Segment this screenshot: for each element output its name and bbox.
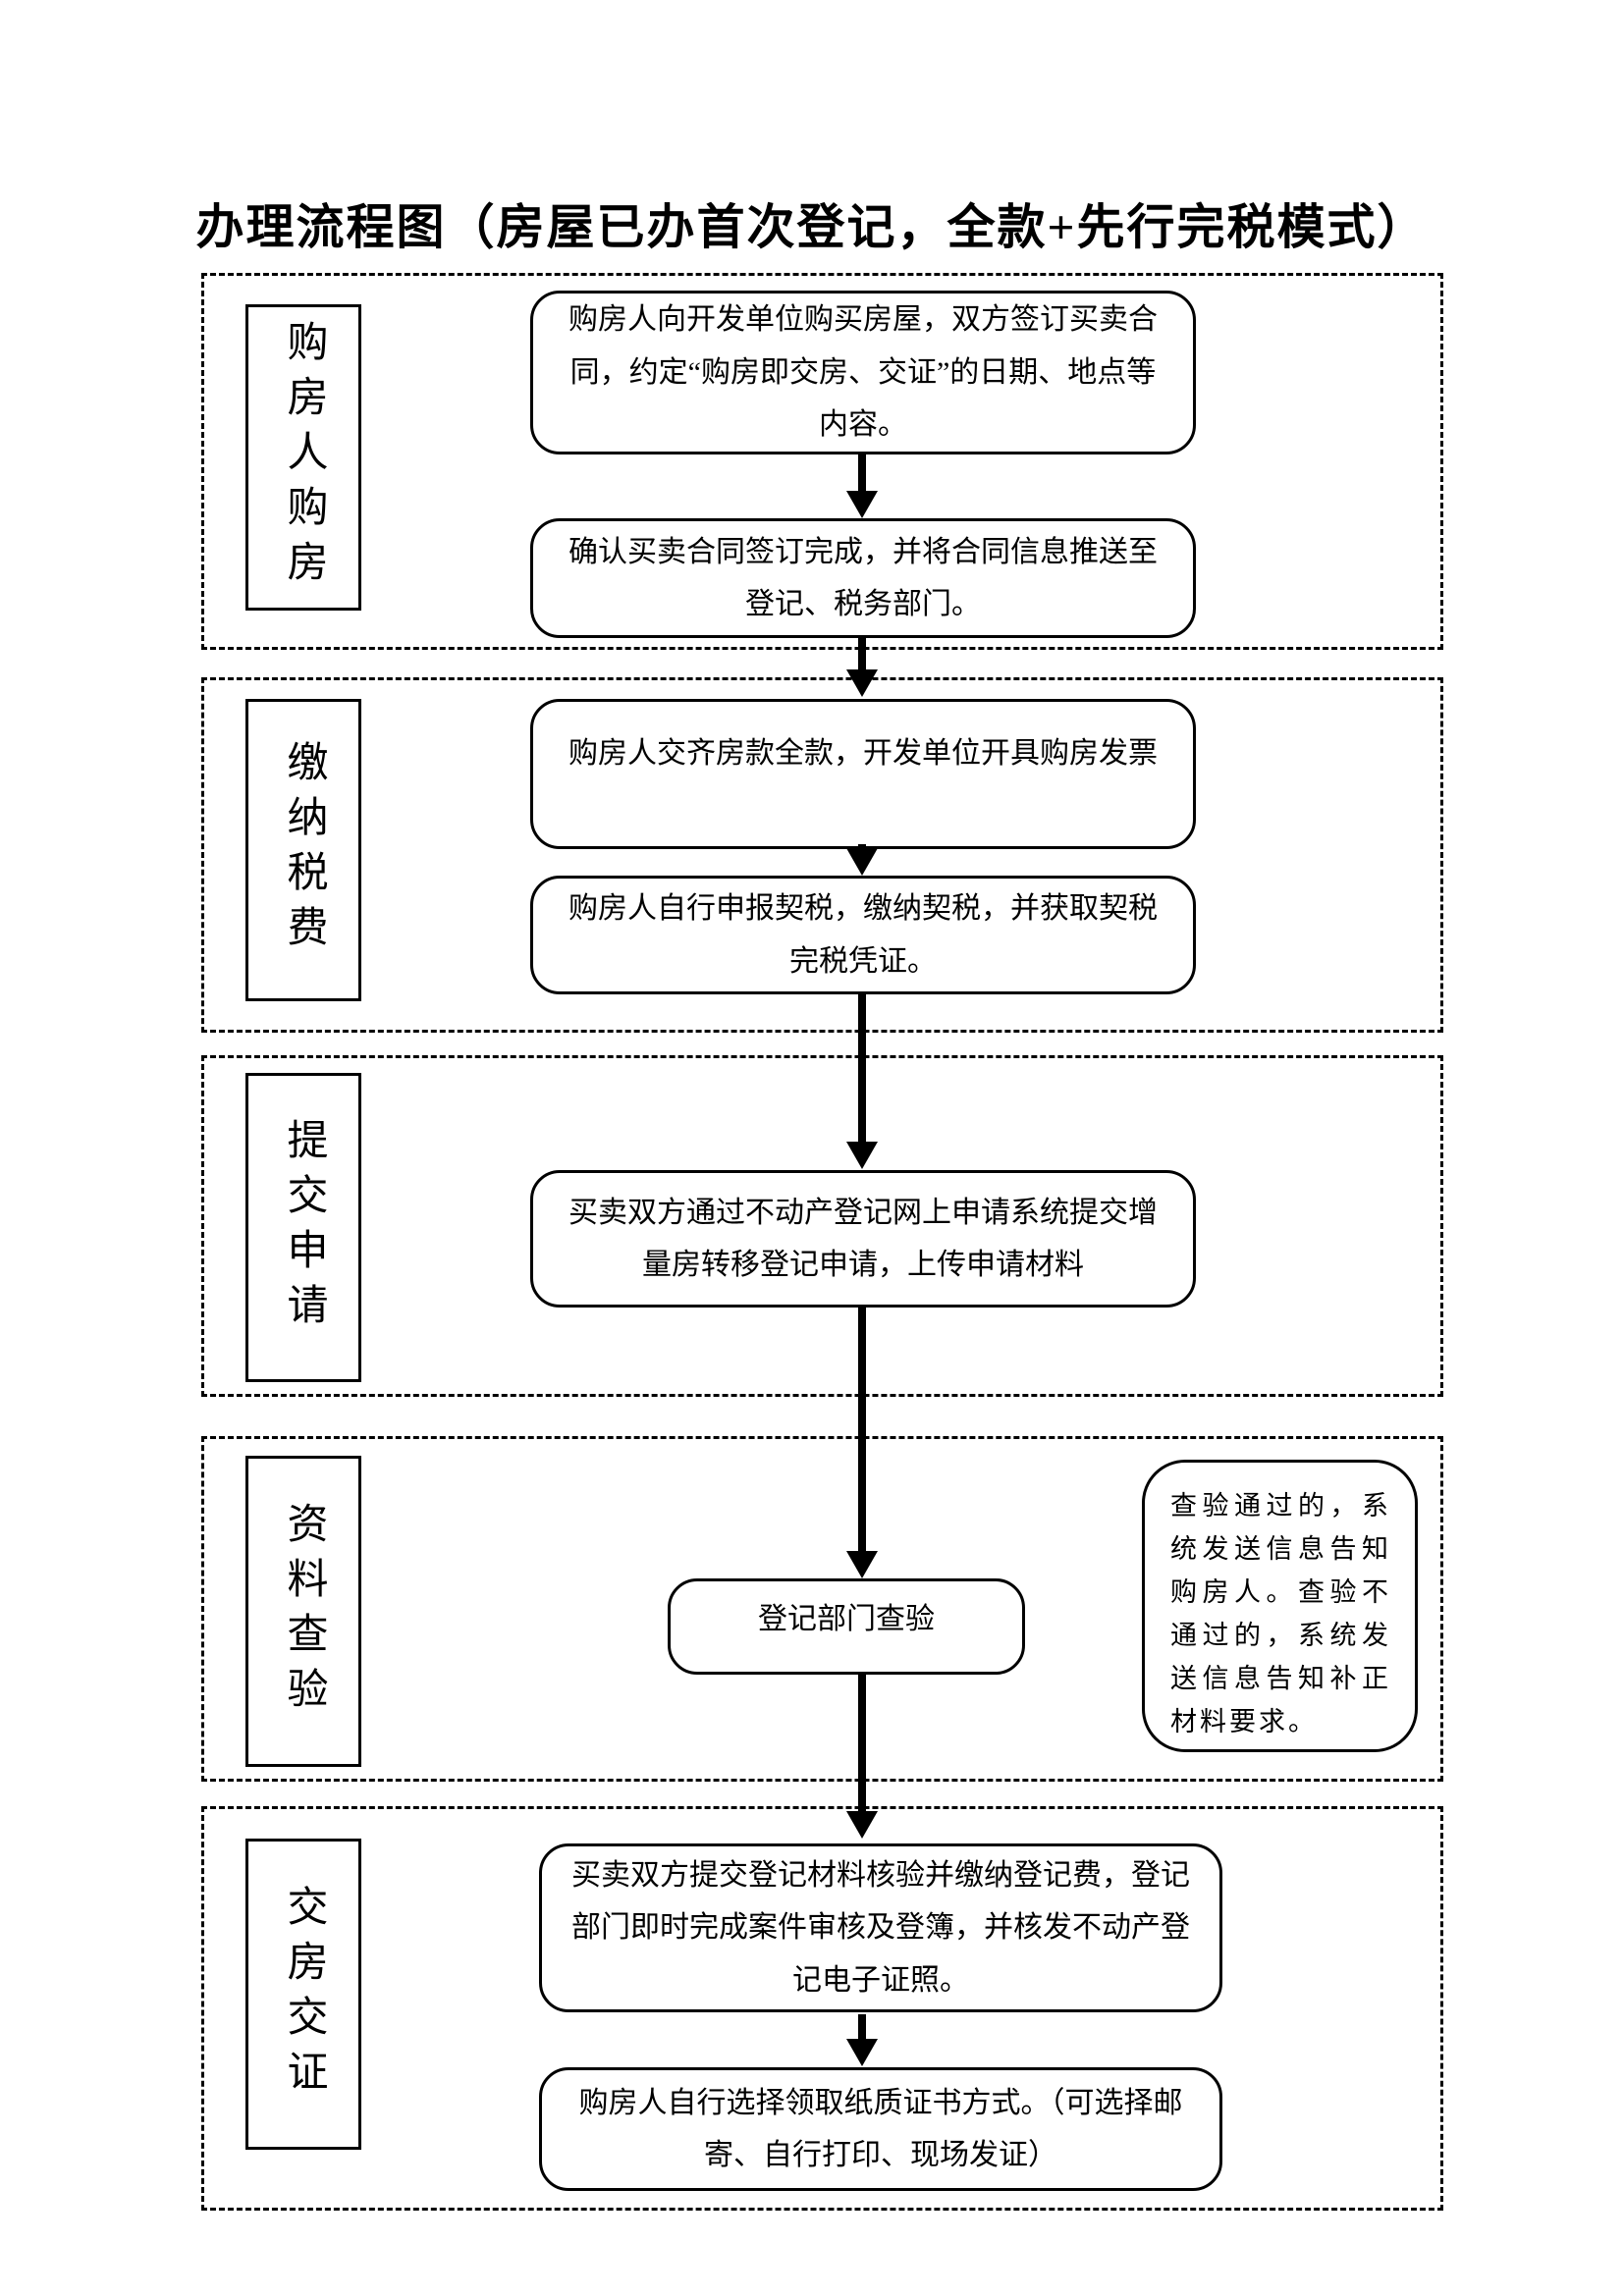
box-submit-transfer-registration: 买卖双方通过不动产登记网上申请系统提交增量房转移登记申请，上传申请材料 [530, 1170, 1196, 1308]
stage-label-text: 提交申请 [281, 1117, 326, 1338]
box-pay-full-amount-invoice: 购房人交齐房款全款，开发单位开具购房发票 [530, 699, 1196, 849]
section-buyer-purchase [201, 273, 1443, 650]
note-verification-result: 查验通过的，系统发送信息告知购房人。查验不通过的，系统发送信息告知补正材料要求。 [1142, 1460, 1418, 1752]
stage-label-pay-taxes: 缴纳税费 [245, 699, 361, 1001]
box-confirm-contract-push-info: 确认买卖合同签订完成，并将合同信息推送至登记、税务部门。 [530, 518, 1196, 638]
section-deliver-house-certificate [201, 1806, 1443, 2211]
stage-label-deliver-house-certificate: 交房交证 [245, 1839, 361, 2150]
box-sign-purchase-contract: 购房人向开发单位购买房屋，双方签订买卖合同，约定“购房即交房、交证”的日期、地点… [530, 291, 1196, 454]
stage-label-submit-application: 提交申请 [245, 1073, 361, 1382]
down-arrow-icon [846, 1308, 878, 1578]
stage-label-buyer-purchase: 购房人购房 [245, 304, 361, 611]
down-arrow-icon [846, 1674, 878, 1839]
stage-label-text: 交房交证 [281, 1884, 326, 2105]
down-arrow-icon [846, 844, 878, 876]
down-arrow-icon [846, 636, 878, 697]
stage-label-text: 缴纳税费 [281, 740, 326, 960]
stage-label-text: 购房人购房 [281, 320, 326, 595]
box-review-register-issue-ecert: 买卖双方提交登记材料核验并缴纳登记费，登记部门即时完成案件审核及登簿，并核发不动… [539, 1843, 1222, 2012]
stage-label-document-verification: 资料查验 [245, 1456, 361, 1767]
section-document-verification [201, 1436, 1443, 1782]
stage-label-text: 资料查验 [281, 1501, 326, 1722]
box-registration-department-check: 登记部门查验 [668, 1578, 1025, 1675]
page-title: 办理流程图（房屋已办首次登记，全款+先行完税模式） [195, 200, 1428, 254]
down-arrow-icon [846, 2014, 878, 2066]
section-submit-application [201, 1055, 1443, 1397]
box-declare-pay-deed-tax: 购房人自行申报契税，缴纳契税，并获取契税完税凭证。 [530, 876, 1196, 994]
section-pay-taxes [201, 677, 1443, 1033]
box-choose-paper-certificate-method: 购房人自行选择领取纸质证书方式。（可选择邮寄、自行打印、现场发证） [539, 2067, 1222, 2191]
down-arrow-icon [846, 994, 878, 1169]
down-arrow-icon [846, 454, 878, 518]
